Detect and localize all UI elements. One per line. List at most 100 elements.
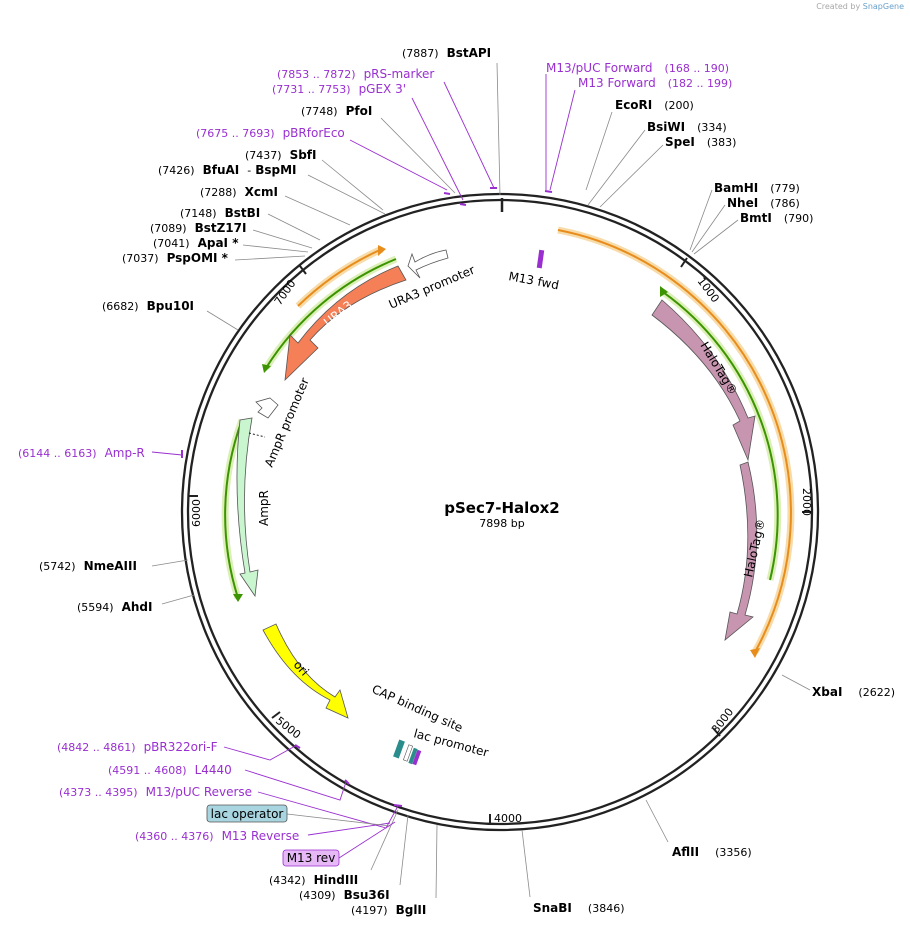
enzyme-bglii: (4197)BglII	[351, 903, 426, 917]
tick-6000: 6000	[190, 499, 203, 527]
tick-5000: 5000	[273, 714, 303, 741]
lead-bpu10i	[206, 310, 239, 331]
ori	[262, 623, 349, 719]
ampr-promoter-label: AmpR promoter	[262, 376, 312, 469]
enzyme-bamhi: BamHI(779)	[714, 181, 800, 195]
lead-bstapi	[496, 62, 501, 196]
enzyme-bsu36i: (4309)Bsu36I	[299, 888, 390, 902]
lead-ahdi	[161, 594, 195, 605]
enzyme-ahdi: (5594)AhdI	[77, 600, 152, 614]
m13-fwd-label: M13 fwd	[507, 269, 560, 292]
primer-pbr322ori-f: (4842 .. 4861)pBR322ori-F	[57, 740, 218, 754]
enzyme-bfuai-bspmi: (7426)BfuAI-BspMI	[158, 163, 297, 177]
lead-pfoi	[380, 117, 456, 194]
tick-2000: 2000	[800, 488, 813, 516]
lac-operator-label: lac operator	[211, 807, 284, 821]
credit-prefix: Created by	[816, 2, 861, 11]
enzyme-pspomi: (7037)PspOMI *	[122, 251, 229, 265]
m13-rev-label: M13 rev	[287, 851, 336, 865]
primer-m13-reverse: (4360 .. 4376)M13 Reverse	[135, 829, 299, 843]
lead-bstbi	[267, 213, 321, 241]
lead-pgex3	[411, 97, 464, 201]
m13-fwd-glyph	[536, 249, 545, 269]
plasmid-name: pSec7-Halox2	[444, 499, 560, 517]
primer-pgex3: (7731 .. 7753)pGEX 3'	[272, 82, 406, 96]
enzyme-xbai: XbaI(2622)	[812, 685, 895, 699]
enzyme-xcmi: (7288)XcmI	[200, 185, 278, 199]
lead-ecori	[585, 111, 613, 191]
enzyme-snabi: SnaBI(3846)	[533, 901, 624, 915]
lead-nhei	[691, 204, 726, 253]
lead-bglii	[435, 824, 438, 899]
ura3	[284, 265, 407, 382]
enzyme-bstapi: (7887)BstAPI	[402, 46, 491, 60]
lead-xcmi	[284, 195, 351, 226]
lead-bsiwi	[587, 129, 646, 206]
halotag-1	[651, 299, 756, 462]
primer-pbrforeco: (7675 .. 7693)pBRforEco	[196, 126, 345, 140]
lead-bamhi	[689, 189, 713, 251]
leader-lines	[151, 62, 811, 899]
boxed-labels: lac operator M13 rev	[206, 804, 340, 867]
tick-7000: 7000	[272, 277, 299, 307]
plasmid-size: 7898 bp	[479, 517, 524, 530]
lead-bstz17i	[252, 229, 313, 249]
pBRforEco-mark	[443, 192, 451, 195]
lead-bmti	[693, 219, 739, 255]
halotag-2-label: HaloTag®	[741, 518, 768, 579]
enzyme-sbfi: (7437)SbfI	[245, 148, 317, 162]
snapgene-credit: Created by SnapGene	[816, 2, 904, 11]
primer-m13-puc-forward: M13/pUC Forward(168 .. 190)	[546, 61, 729, 75]
enzyme-ecori: EcoRI(200)	[615, 98, 694, 112]
enzyme-nhei: NheI(786)	[727, 196, 800, 210]
orf-ura3-arrowhead	[378, 245, 386, 256]
enzyme-bpu10i: (6682)Bpu10I	[102, 299, 194, 313]
pGEX3-mark	[459, 203, 467, 206]
enzyme-bstbi: (7148)BstBI	[180, 206, 260, 220]
primer-amp-r: (6144 .. 6163)Amp-R	[18, 446, 145, 460]
ura3-promoter	[407, 249, 449, 279]
lead-apai	[242, 244, 309, 253]
cap-binding-site-glyph	[393, 739, 405, 759]
lead-sbfi	[321, 159, 384, 211]
orf-halo-green	[662, 291, 779, 581]
enzyme-labels: (7887)BstAPI (7748)PfoI (7437)SbfI (7426…	[39, 46, 895, 917]
ampr-label: AmpR	[257, 490, 271, 526]
ticks: 1000 2000 3000 4000 5000 6000 7000	[188, 257, 813, 825]
orf-halo-highlight	[557, 226, 795, 654]
enzyme-nmeaiii: (5742)NmeAIII	[39, 559, 137, 573]
primer-l4440: (4591 .. 4608)L4440	[108, 763, 232, 777]
snapgene-logo: SnapGene	[862, 2, 904, 11]
ampr-promoter	[255, 397, 279, 419]
lac-operator-glyph	[408, 747, 418, 765]
orf-halo-green-arrowhead	[660, 286, 668, 297]
m13-puc-fwd-mark	[544, 190, 553, 193]
primer-prs-marker: (7853 .. 7872)pRS-marker	[277, 67, 434, 81]
lead-spei	[599, 144, 664, 208]
orf-ura3-green-arrowhead	[262, 364, 271, 373]
enzyme-bmti: BmtI(790)	[740, 211, 813, 225]
lead-m13-rev-box	[338, 821, 396, 859]
lead-prs-marker	[443, 81, 495, 189]
enzyme-pfoi: (7748)PfoI	[301, 104, 372, 118]
lead-nmeaiii	[151, 559, 189, 567]
lead-m13-fwd	[549, 89, 576, 191]
enzyme-apai: (7041)ApaI *	[153, 236, 239, 250]
lead-snabi	[521, 829, 531, 898]
lead-xbai	[781, 674, 811, 691]
enzyme-aflii: AflII(3356)	[672, 845, 752, 859]
m13-puc-rev-mark	[393, 804, 403, 807]
lead-pbrforeco	[349, 139, 448, 191]
enzyme-spei: SpeI(383)	[665, 135, 736, 149]
lead-lac-operator	[286, 813, 391, 827]
tick-4000: 4000	[494, 812, 522, 825]
lead-hindiii	[370, 809, 399, 871]
m13-rev-glyph	[412, 749, 422, 766]
orf-halo-orange	[557, 229, 792, 653]
primer-m13-puc-reverse: (4373 .. 4395)M13/pUC Reverse	[59, 785, 252, 799]
m13-rev-box	[282, 849, 340, 867]
enzyme-bstz17i: (7089)BstZ17I	[150, 221, 246, 235]
primer-m13-forward: M13 Forward(182 .. 199)	[578, 76, 732, 90]
orf-arcs	[221, 226, 795, 658]
